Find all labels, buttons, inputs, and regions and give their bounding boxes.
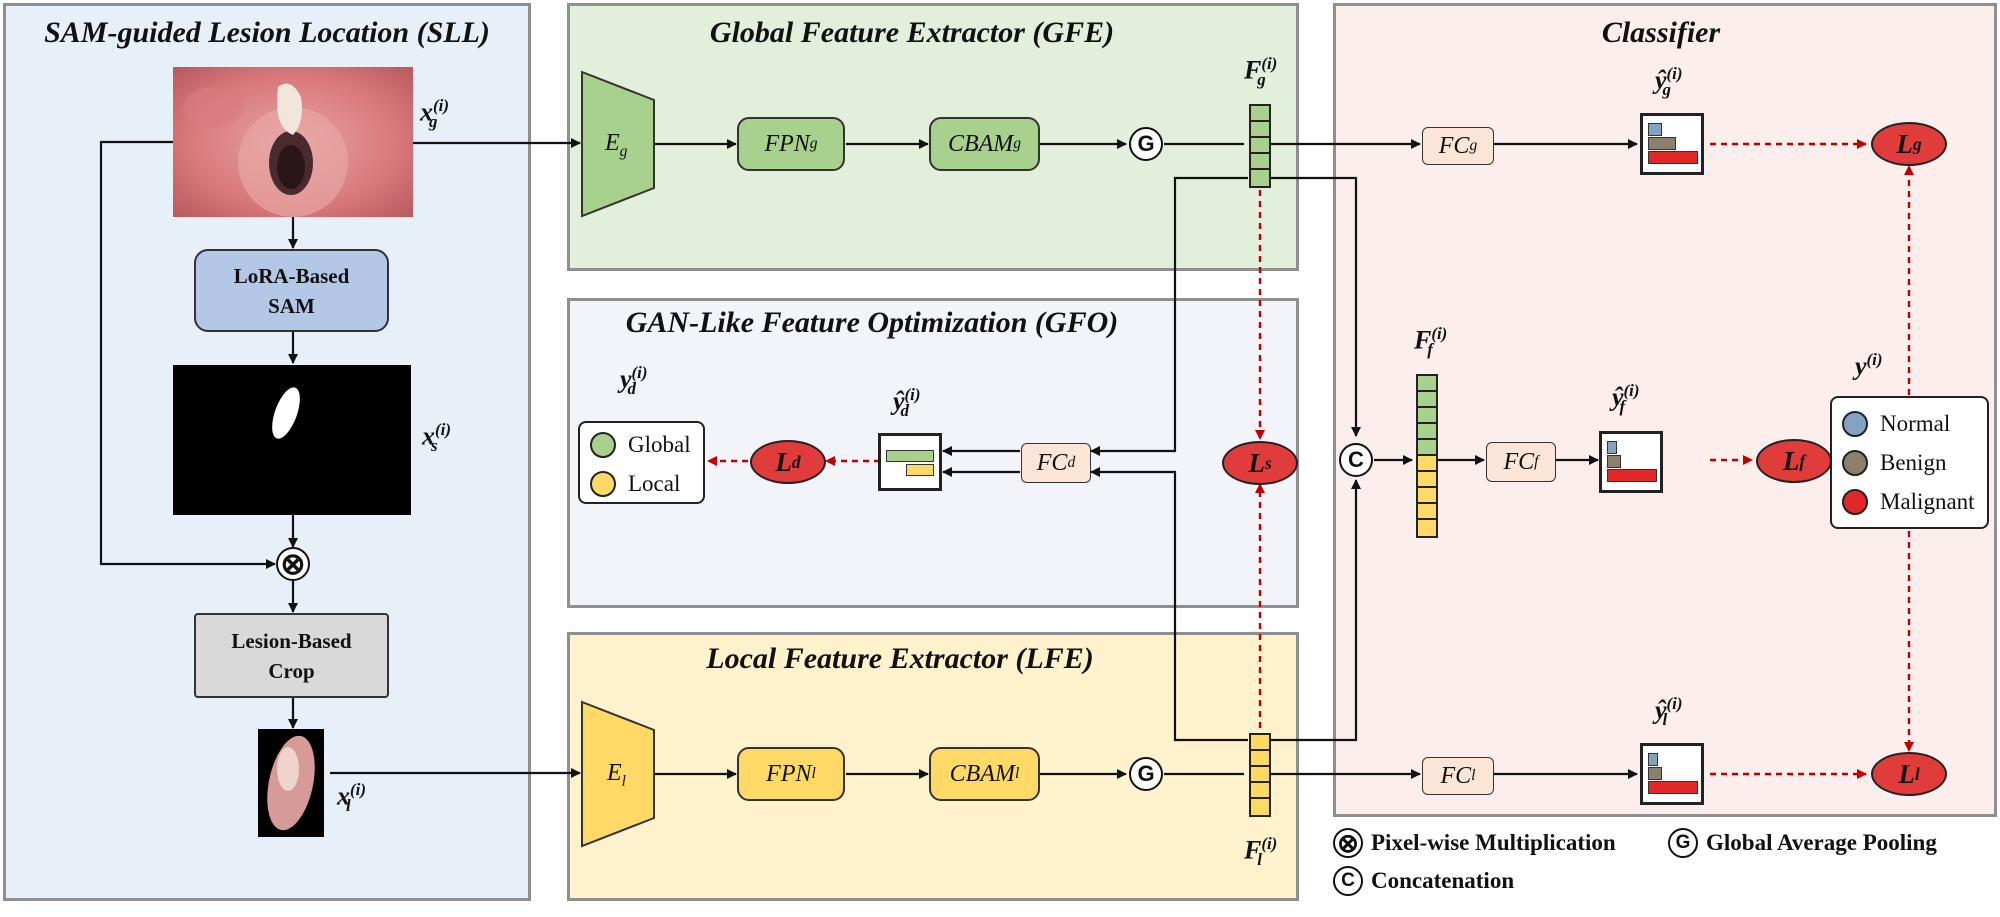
global-output-bar-malignant xyxy=(1648,151,1698,164)
laryngoscope-image xyxy=(173,67,413,217)
fused-output-bar-benign xyxy=(1607,455,1621,468)
xl-label: x(i)l xyxy=(337,780,366,815)
lora-sam-label: LoRA-Based SAM xyxy=(233,263,350,318)
gfo-title: GAN-Like Feature Optimization (GFO) xyxy=(625,306,1119,339)
local-output-box xyxy=(1640,743,1704,805)
legend-item-malignant: Malignant xyxy=(1832,482,1987,521)
lesion-crop-label: Lesion-Based Crop xyxy=(231,628,352,683)
fl-label: F(i)l xyxy=(1244,834,1278,869)
fused-feature-vector xyxy=(1416,374,1438,538)
key-mult-icon: ⊗ xyxy=(1333,828,1363,858)
classifier-title: Classifier xyxy=(1601,16,1721,49)
gfo-legend: Global Local xyxy=(578,421,705,504)
yf-label: ŷ(i)f xyxy=(1612,381,1640,416)
xs-label: x(i)s xyxy=(422,420,451,455)
discriminator-output-bar-global xyxy=(886,450,934,462)
gfe-title: Global Feature Extractor (GFE) xyxy=(709,16,1115,49)
fg-label: F(i)g xyxy=(1244,54,1278,89)
discriminator-output-bar-local xyxy=(906,464,934,476)
gap-global-symbol: G xyxy=(1129,127,1163,161)
local-output-bar-normal xyxy=(1648,753,1658,766)
global-encoder-shape xyxy=(581,70,655,218)
local-output-bar-malignant xyxy=(1648,781,1698,794)
legend-dot-benign xyxy=(1842,449,1868,476)
lora-sam-block: LoRA-Based SAM xyxy=(194,249,389,332)
global-output-bar-benign xyxy=(1648,137,1676,150)
legend-dot-local xyxy=(590,470,616,497)
key-pixel-multiplication: ⊗Pixel-wise Multiplication xyxy=(1333,828,1616,858)
key-gap-icon: G xyxy=(1668,828,1698,858)
key-concat-icon: C xyxy=(1333,866,1363,896)
class-legend: Normal Benign Malignant xyxy=(1830,396,1989,529)
xg-label: x(i)g xyxy=(420,96,449,131)
ff-label: F(i)f xyxy=(1414,324,1448,359)
concat-symbol: C xyxy=(1339,443,1373,477)
gap-local-symbol: G xyxy=(1129,757,1163,791)
yd-hat-label: ŷ(i)d xyxy=(893,385,921,420)
pixel-multiply-symbol: ⊗ xyxy=(276,547,310,581)
global-output-box xyxy=(1640,113,1704,175)
legend-dot-normal xyxy=(1842,410,1868,437)
legend-item-global: Global xyxy=(580,425,703,464)
global-output-bar-normal xyxy=(1648,123,1662,136)
legend-dot-global xyxy=(590,431,616,458)
fused-output-box xyxy=(1599,431,1663,493)
global-feature-vector xyxy=(1249,104,1271,188)
cropped-lesion-image xyxy=(258,729,324,837)
legend-item-normal: Normal xyxy=(1832,404,1987,443)
local-feature-vector xyxy=(1249,733,1271,817)
legend-item-local: Local xyxy=(580,464,703,503)
lesion-crop-block: Lesion-Based Crop xyxy=(194,613,389,698)
mask-image xyxy=(173,365,411,515)
yl-label: ŷ(i)l xyxy=(1655,694,1683,729)
yg-label: ŷ(i)g xyxy=(1655,64,1683,99)
fused-output-bar-normal xyxy=(1607,441,1617,454)
yd-label: y(i)d xyxy=(620,363,648,398)
fused-output-bar-malignant xyxy=(1607,469,1657,482)
global-encoder-label: Eg xyxy=(605,130,628,160)
local-output-bar-benign xyxy=(1648,767,1662,780)
local-encoder-shape xyxy=(581,700,655,848)
lfe-title: Local Feature Extractor (LFE) xyxy=(706,642,1094,675)
discriminator-output-box xyxy=(878,433,942,491)
legend-item-benign: Benign xyxy=(1832,443,1987,482)
legend-dot-malignant xyxy=(1842,488,1868,515)
sll-title: SAM-guided Lesion Location (SLL) xyxy=(44,16,490,49)
local-encoder-label: El xyxy=(607,760,627,790)
y-label: y(i) xyxy=(1855,350,1883,381)
